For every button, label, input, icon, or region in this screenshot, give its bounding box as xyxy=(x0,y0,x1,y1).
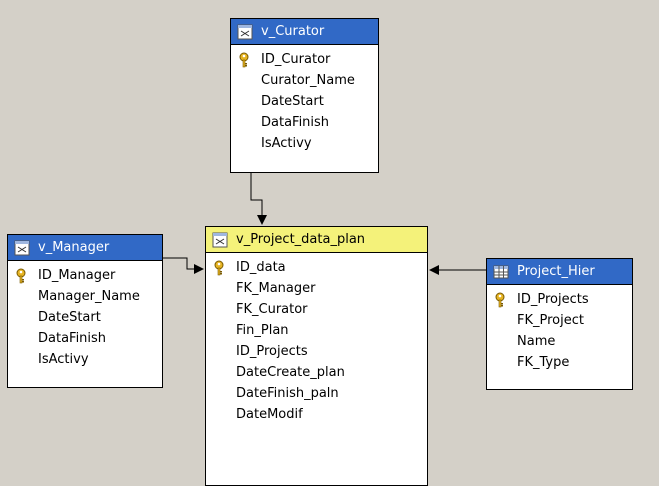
column-name: DateStart xyxy=(261,94,324,109)
column-name: ID_data xyxy=(236,260,286,275)
table-title: v_Curator xyxy=(261,24,325,39)
column-row[interactable]: Name xyxy=(487,331,632,352)
view-icon xyxy=(237,24,253,40)
connector-curator-to-plan[interactable] xyxy=(250,173,267,225)
column-row[interactable]: DateStart xyxy=(8,307,162,328)
column-name: ID_Projects xyxy=(236,344,308,359)
table-title: v_Manager xyxy=(38,240,110,255)
table-grid-icon xyxy=(493,265,509,279)
column-row[interactable]: DateStart xyxy=(231,91,378,112)
column-name: Curator_Name xyxy=(261,73,355,88)
column-name: DataFinish xyxy=(38,331,107,346)
relationship-lines xyxy=(163,173,486,275)
table-v-curator[interactable]: v_Curator ID_Curator Curator_Name DateSt… xyxy=(230,18,379,173)
key-icon xyxy=(239,52,249,68)
column-name: ID_Manager xyxy=(38,268,116,283)
column-row[interactable]: FK_Type xyxy=(487,352,632,373)
column-row[interactable]: IsActivy xyxy=(8,349,162,370)
column-name: IsActivy xyxy=(261,136,312,151)
column-row[interactable]: FK_Curator xyxy=(206,299,427,320)
column-row[interactable]: FK_Project xyxy=(487,310,632,331)
column-row[interactable]: DateModif xyxy=(206,404,427,425)
column-row-id-projects[interactable]: ID_Projects xyxy=(487,289,632,310)
table-header[interactable]: v_Manager xyxy=(8,235,162,261)
column-row[interactable]: DateFinish_paln xyxy=(206,383,427,404)
view-icon xyxy=(14,240,30,256)
table-header[interactable]: v_Project_data_plan xyxy=(206,227,427,253)
table-title: Project_Hier xyxy=(517,264,595,279)
column-row[interactable]: FK_Manager xyxy=(206,278,427,299)
table-v-manager[interactable]: v_Manager ID_Manager Manager_Name DateSt… xyxy=(7,234,163,388)
column-name: FK_Manager xyxy=(236,281,316,296)
table-header[interactable]: Project_Hier xyxy=(487,259,632,285)
column-name: FK_Curator xyxy=(236,302,308,317)
column-name: Manager_Name xyxy=(38,289,140,304)
table-project-hier[interactable]: Project_Hier ID_Projects FK_Project Name… xyxy=(486,258,633,390)
column-row-id-data[interactable]: ID_data xyxy=(206,257,427,278)
column-name: DataFinish xyxy=(261,115,330,130)
column-row[interactable]: Curator_Name xyxy=(231,70,378,91)
column-row[interactable]: Manager_Name xyxy=(8,286,162,307)
column-row[interactable]: ID_Projects xyxy=(206,341,427,362)
column-name: DateCreate_plan xyxy=(236,365,345,380)
connector-manager-to-plan[interactable] xyxy=(163,257,204,274)
column-name: DateModif xyxy=(236,407,303,422)
column-name: FK_Type xyxy=(517,355,570,370)
column-row[interactable]: DateCreate_plan xyxy=(206,362,427,383)
column-row-id-curator[interactable]: ID_Curator xyxy=(231,49,378,70)
table-header[interactable]: v_Curator xyxy=(231,19,378,45)
table-v-project-data-plan[interactable]: v_Project_data_plan ID_data FK_Manager F… xyxy=(205,226,428,486)
column-row[interactable]: DataFinish xyxy=(231,112,378,133)
column-row[interactable]: Fin_Plan xyxy=(206,320,427,341)
column-name: Name xyxy=(517,334,556,349)
view-icon xyxy=(212,232,228,248)
key-icon xyxy=(16,268,26,284)
column-name: IsActivy xyxy=(38,352,89,367)
column-name: ID_Projects xyxy=(517,292,589,307)
column-name: FK_Project xyxy=(517,313,584,328)
column-row[interactable]: IsActivy xyxy=(231,133,378,154)
key-icon xyxy=(495,292,505,308)
table-title: v_Project_data_plan xyxy=(236,232,366,247)
column-row[interactable]: DataFinish xyxy=(8,328,162,349)
column-name: DateFinish_paln xyxy=(236,386,339,401)
column-name: Fin_Plan xyxy=(236,323,289,338)
column-name: DateStart xyxy=(38,310,101,325)
column-row-id-manager[interactable]: ID_Manager xyxy=(8,265,162,286)
key-icon xyxy=(214,260,224,276)
column-name: ID_Curator xyxy=(261,52,331,67)
